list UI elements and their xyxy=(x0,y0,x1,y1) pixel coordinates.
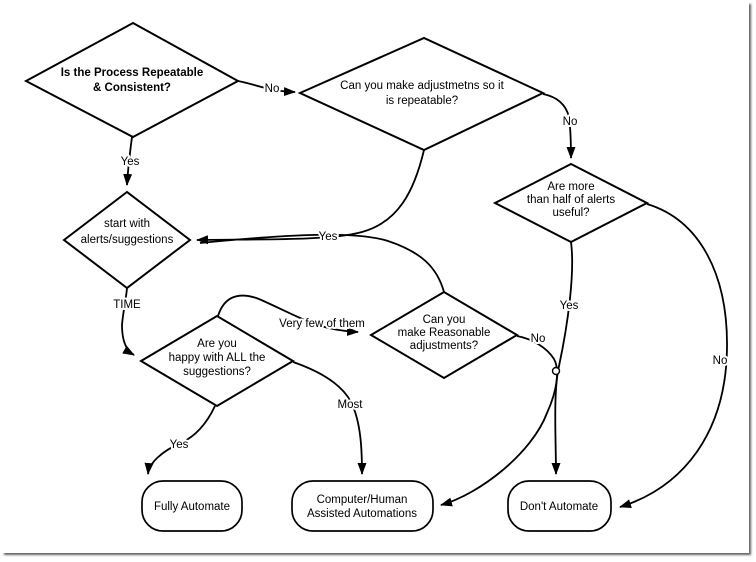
decision-repeatable: Is the Process Repeatable & Consistent? xyxy=(23,21,241,139)
edge-happy-most xyxy=(292,361,367,475)
terminal-fully-automate-label: Fully Automate xyxy=(154,501,230,513)
edge-label-very-few: Very few of them xyxy=(279,318,365,330)
decision-reasonable-line2: make Reasonable xyxy=(398,327,491,339)
edge-label-repeatable-no: No xyxy=(265,83,280,95)
decision-start-alerts: start with alerts/suggestions xyxy=(62,190,192,290)
terminal-computer-human-line1: Computer/Human xyxy=(317,494,408,506)
decision-happy-suggestions: Are you happy with ALL the suggestions? xyxy=(139,314,295,408)
decision-reasonable-adjustments: Can you make Reasonable adjustments? xyxy=(369,290,519,380)
decision-make-adjustments-line1: Can you make adjustmetns so it xyxy=(340,80,504,92)
decision-reasonable-line1: Can you xyxy=(423,314,466,326)
edge-time xyxy=(121,287,135,356)
decision-alerts-useful-line1: Are more xyxy=(547,181,594,193)
edge-label-happy-yes: Yes xyxy=(170,439,189,451)
flowchart-canvas: Is the Process Repeatable & Consistent? … xyxy=(23,21,729,532)
line-hop xyxy=(551,366,561,376)
decision-happy-line2: happy with ALL the xyxy=(169,352,266,364)
decision-happy-line1: Are you xyxy=(197,338,237,350)
edge-label-merge-yes: Yes xyxy=(319,231,338,243)
decision-start-alerts-line1: start with xyxy=(104,218,150,230)
decision-make-adjustments-line2: is repeatable? xyxy=(386,95,458,107)
edge-very-few xyxy=(217,294,359,336)
terminal-computer-human: Computer/Human Assisted Automations xyxy=(291,480,434,532)
edge-label-repeatable-yes: Yes xyxy=(121,156,140,168)
terminal-dont-automate: Don't Automate xyxy=(507,480,612,532)
edge-happy-yes xyxy=(144,405,216,475)
edge-label-time: TIME xyxy=(113,299,141,311)
edge-useful-yes xyxy=(551,241,574,475)
decision-start-alerts-line2: alerts/suggestions xyxy=(81,234,174,246)
terminal-dont-automate-label: Don't Automate xyxy=(520,501,598,513)
edge-useful-no xyxy=(619,203,728,509)
decision-alerts-useful: Are more than half of alerts useful? xyxy=(492,162,650,244)
edge-label-adjustable-no: No xyxy=(563,116,578,128)
edge-adjustable-no xyxy=(542,93,576,159)
decision-repeatable-line1: Is the Process Repeatable xyxy=(61,67,204,79)
decision-make-adjustments-repeatable: Can you make adjustmetns so it is repeat… xyxy=(297,36,546,152)
decision-alerts-useful-line2: than half of alerts xyxy=(527,194,615,206)
decision-happy-line3: suggestions? xyxy=(183,366,251,378)
decision-alerts-useful-line3: useful? xyxy=(552,207,589,219)
edge-adjustable-yes-to-start xyxy=(196,149,425,245)
terminal-computer-human-line2: Assisted Automations xyxy=(307,508,417,520)
edge-label-reasonable-no: No xyxy=(531,333,546,345)
edge-repeatable-no xyxy=(237,80,296,97)
terminal-fully-automate: Fully Automate xyxy=(141,480,243,532)
edge-reasonable-yes-to-start xyxy=(199,233,445,293)
edge-repeatable-yes xyxy=(123,136,133,186)
decision-repeatable-line2: & Consistent? xyxy=(93,82,171,94)
decision-reasonable-line3: adjustments? xyxy=(410,340,478,352)
edge-label-most: Most xyxy=(338,399,364,411)
flowchart-svg: Is the Process Repeatable & Consistent? … xyxy=(23,21,729,532)
edge-reasonable-no xyxy=(440,335,558,507)
edge-label-useful-no: No xyxy=(713,355,728,367)
edge-label-useful-yes: Yes xyxy=(560,300,579,312)
